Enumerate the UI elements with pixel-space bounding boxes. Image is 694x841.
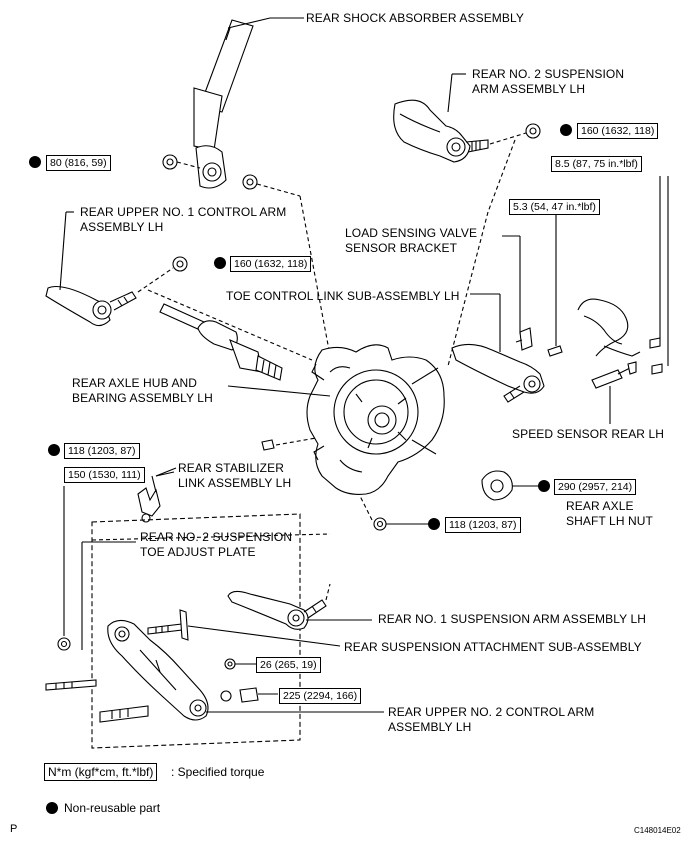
nonreusable-dot-arm2 [560, 124, 572, 136]
upper2-washer [220, 690, 232, 702]
torque-axle-nut: 290 (2957, 214) [554, 479, 637, 495]
label-nut-line2: SHAFT LH NUT [566, 514, 653, 528]
torque-arm2: 160 (1632, 118) [577, 123, 659, 139]
shock-nut [162, 154, 178, 170]
label-stabilizer-line2: LINK ASSEMBLY LH [178, 476, 292, 490]
label-upper1-line2: ASSEMBLY LH [80, 220, 164, 234]
corner-letter: P [10, 823, 18, 835]
nonreusable-dot-hub-a [48, 444, 60, 456]
nonreusable-dot-shock [29, 156, 41, 168]
torque-stabilizer: 150 (1530, 111) [64, 467, 145, 483]
torque-upper2: 225 (2294, 166) [279, 688, 362, 704]
torque-attachment: 26 (265, 19) [256, 657, 321, 673]
arm2-nut [525, 123, 541, 139]
lower-bolts-drawing [45, 637, 149, 723]
lsv-bracket-drawing [515, 327, 563, 357]
torque-upper1: 160 (1632, 118) [230, 256, 312, 272]
label-upper1-line1: REAR UPPER NO. 1 CONTROL ARM [80, 205, 287, 219]
upper1-nut [172, 256, 188, 272]
label-shock-absorber: REAR SHOCK ABSORBER ASSEMBLY [306, 11, 524, 25]
nonreusable-dot-upper1 [214, 257, 226, 269]
torque-shock: 80 (816, 59) [46, 155, 111, 171]
hub-nut [261, 439, 275, 451]
torque-hub-b: 118 (1203, 87) [445, 517, 521, 533]
knuckle-nut [373, 517, 387, 531]
label-hub-line1: REAR AXLE HUB AND [72, 376, 198, 390]
label-nut-line1: REAR AXLE [566, 499, 634, 513]
label-attachment: REAR SUSPENSION ATTACHMENT SUB-ASSEMBLY [344, 640, 642, 654]
legend-nonreusable-text: Non-reusable part [64, 801, 161, 815]
label-upper2-line2: ASSEMBLY LH [388, 720, 472, 734]
label-upper2-line1: REAR UPPER NO. 2 CONTROL ARM [388, 705, 595, 719]
attach-nut [224, 658, 236, 670]
label-no2-arm-line2: ARM ASSEMBLY LH [472, 82, 586, 96]
label-toe-control-link: TOE CONTROL LINK SUB-ASSEMBLY LH [226, 289, 460, 303]
link-dashed-box [91, 513, 301, 749]
label-stabilizer-line1: REAR STABILIZER [178, 461, 284, 475]
label-no1-arm: REAR NO. 1 SUSPENSION ARM ASSEMBLY LH [378, 612, 647, 626]
upper-no1-control-arm-drawing [45, 285, 137, 327]
nonreusable-dot-nut [538, 480, 550, 492]
shock-absorber-drawing [193, 19, 254, 189]
legend-nonreusable-dot [46, 802, 58, 814]
speed-sensor-drawing [577, 298, 663, 389]
torque-speed-sensor: 8.5 (87, 75 in.*lbf) [551, 156, 642, 172]
upper-no2-control-arm-drawing [107, 619, 209, 721]
stabilizer-link-drawing [137, 475, 161, 523]
upper2-nut [239, 687, 259, 703]
label-hub-line2: BEARING ASSEMBLY LH [72, 391, 213, 405]
no2-suspension-arm-drawing [393, 99, 489, 163]
legend-torque-text: : Specified torque [171, 765, 265, 779]
figure-code: C148014E02 [634, 826, 681, 835]
no1-suspension-arm-drawing [227, 590, 327, 630]
axle-carrier-drawing [306, 344, 445, 495]
label-lsv-line1: LOAD SENSING VALVE [345, 226, 478, 240]
label-toe-plate-line2: TOE ADJUST PLATE [140, 545, 256, 559]
legend-torque-units: N*m (kgf*cm, ft.*lbf) [44, 763, 158, 781]
toe-control-link-drawing [451, 343, 545, 403]
label-speed-sensor: SPEED SENSOR REAR LH [512, 427, 665, 441]
axle-hub-drawing [159, 303, 283, 381]
nonreusable-dot-hub-b [428, 518, 440, 530]
axle-shaft-nut-drawing [481, 470, 513, 501]
torque-hub-a: 118 (1203, 87) [64, 443, 140, 459]
torque-lsv: 5.3 (54, 47 in.*lbf) [509, 199, 600, 215]
shock-washer [242, 174, 258, 190]
attachment-bolt-drawing [147, 609, 189, 641]
label-no2-arm-line1: REAR NO. 2 SUSPENSION [472, 67, 625, 81]
label-toe-plate-line1: REAR NO. 2 SUSPENSION [140, 530, 293, 544]
label-lsv-line2: SENSOR BRACKET [345, 241, 458, 255]
